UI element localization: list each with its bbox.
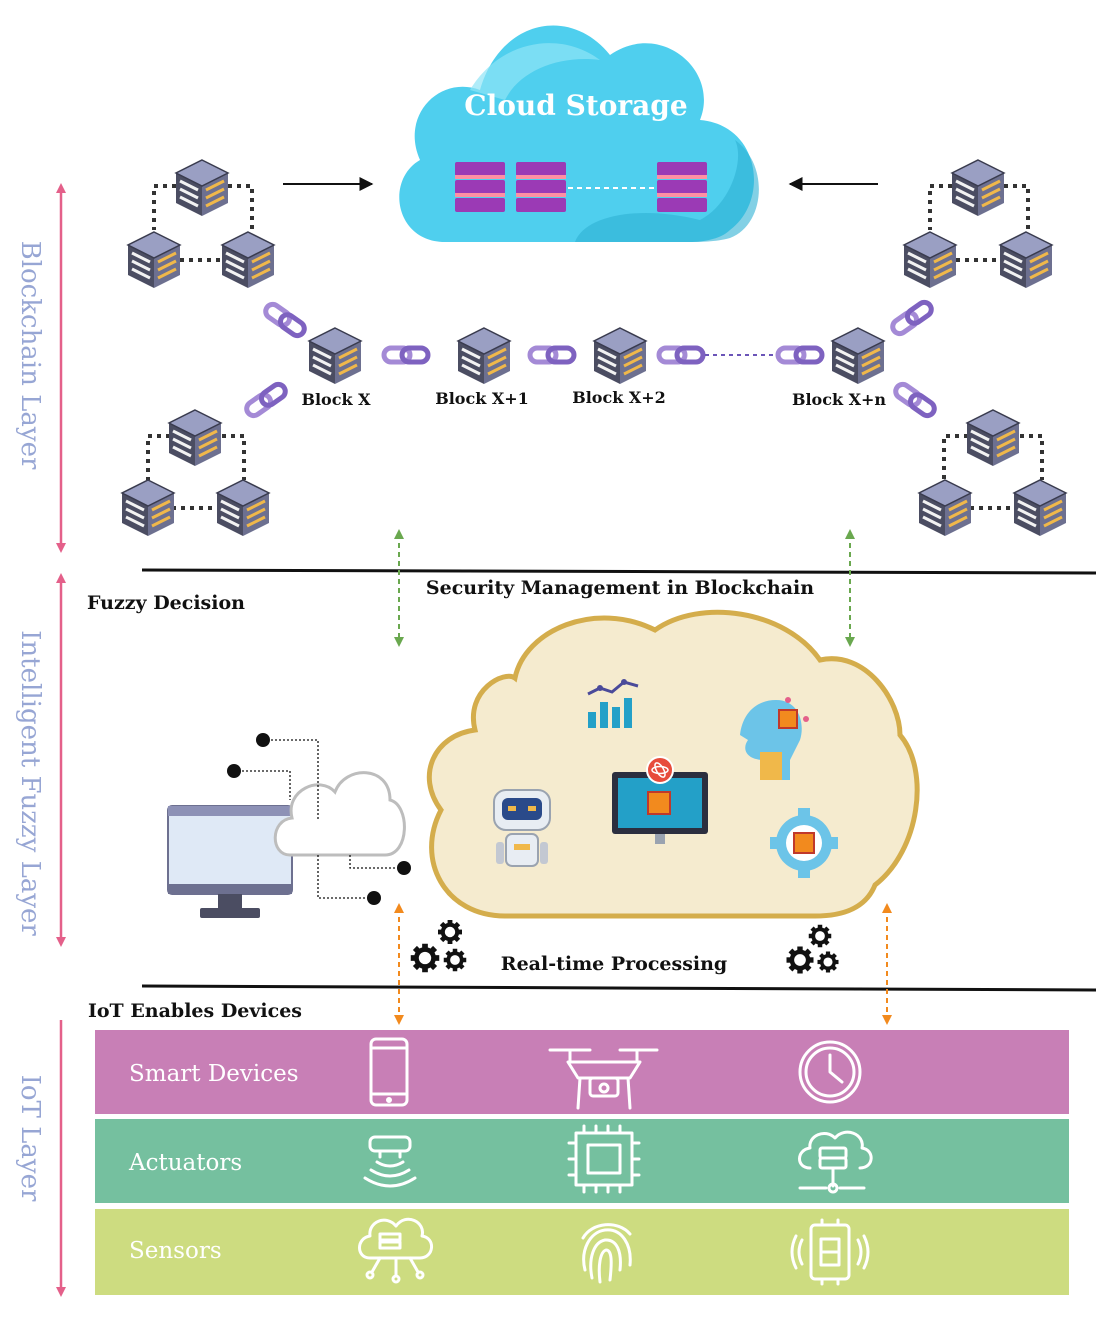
network-connectors [234, 739, 404, 899]
divider-blockchain-fuzzy [141, 568, 1097, 575]
divider-fuzzy-iot [141, 984, 1097, 992]
iot-band-smart-devices: Smart Devices [95, 1030, 1069, 1114]
fingerprint-icon [581, 1223, 632, 1284]
iot-devices-title: IoT Enables Devices [88, 1000, 302, 1022]
block-node-icon [174, 158, 230, 218]
chain-link-icon [244, 382, 288, 419]
realtime-processing-title: Real-time Processing [501, 953, 727, 975]
cloud-server-icon [798, 1130, 873, 1194]
computer-monitor-icon [167, 805, 293, 918]
block-x1-icon [456, 326, 512, 386]
iot-layer-label: IoT Layer [15, 1075, 45, 1202]
fuzzy-layer-label: Intelligent Fuzzy Layer [15, 630, 45, 936]
layer-axis: Blockchain Layer Intelligent Fuzzy Layer… [15, 183, 66, 1297]
vibration-sensor-icon [790, 1218, 870, 1286]
cloud-network-icon [358, 1217, 433, 1284]
iot-band-sensors: Sensors [95, 1209, 1069, 1295]
block-label: Block X+1 [435, 389, 529, 408]
band-label: Smart Devices [129, 1061, 299, 1087]
storage-server-icon [516, 162, 566, 212]
block-node-icon [998, 230, 1054, 290]
storage-server-icon [455, 162, 505, 212]
cloud-storage-title: Cloud Storage [464, 89, 687, 122]
block-label: Block X+n [792, 390, 886, 409]
block-x2-icon [592, 326, 648, 386]
cloud-storage: Cloud Storage [399, 25, 759, 242]
block-label: Block X [301, 390, 371, 409]
microchip-icon [567, 1124, 641, 1194]
block-node-icon [950, 158, 1006, 218]
chain-link-icon [890, 300, 934, 337]
block-node-icon [917, 478, 973, 538]
ai-head-icon [740, 697, 809, 780]
gears-icon [411, 920, 469, 972]
clock-icon [798, 1040, 862, 1104]
band-label: Actuators [128, 1150, 242, 1176]
block-node-icon [120, 478, 176, 538]
blockchain-layer-label: Blockchain Layer [15, 241, 45, 470]
block-node-icon [167, 408, 223, 468]
block-cluster-bottom-left [146, 434, 246, 510]
gears-icon [787, 922, 841, 974]
iot-band-actuators: Actuators [95, 1119, 1069, 1203]
chain-link-icon [384, 348, 428, 362]
fuzzy-decision-title: Fuzzy Decision [87, 592, 245, 614]
gear-chip-icon [770, 808, 838, 878]
drone-icon [548, 1048, 659, 1110]
smartphone-icon [369, 1037, 409, 1107]
block-node-icon [902, 230, 958, 290]
network-cloud-icon [273, 771, 406, 857]
block-label: Block X+2 [572, 388, 666, 407]
block-node-icon [1012, 478, 1068, 538]
chain-link-icon [893, 382, 937, 419]
chain-link-icon [263, 302, 307, 339]
block-cluster-bottom-right [942, 434, 1044, 510]
robot-icon [493, 789, 551, 867]
wireless-router-icon [363, 1135, 417, 1188]
block-node-icon [126, 230, 182, 290]
intelligence-cloud [426, 609, 920, 919]
chain-link-icon [530, 348, 574, 362]
block-node-icon [215, 478, 271, 538]
block-cluster-top-left [152, 184, 254, 262]
block-x-icon [307, 326, 363, 386]
block-xn-icon [830, 326, 886, 386]
chain-link-icon [659, 348, 703, 362]
block-node-icon [965, 408, 1021, 468]
block-node-icon [220, 230, 276, 290]
storage-server-icon [657, 162, 707, 212]
chain-link-icon [778, 348, 822, 362]
security-management-title: Security Management in Blockchain [426, 577, 814, 599]
band-label: Sensors [129, 1238, 222, 1264]
ai-computer-icon [612, 756, 708, 844]
block-cluster-top-right [928, 184, 1030, 262]
analytics-chart-icon [587, 679, 639, 728]
